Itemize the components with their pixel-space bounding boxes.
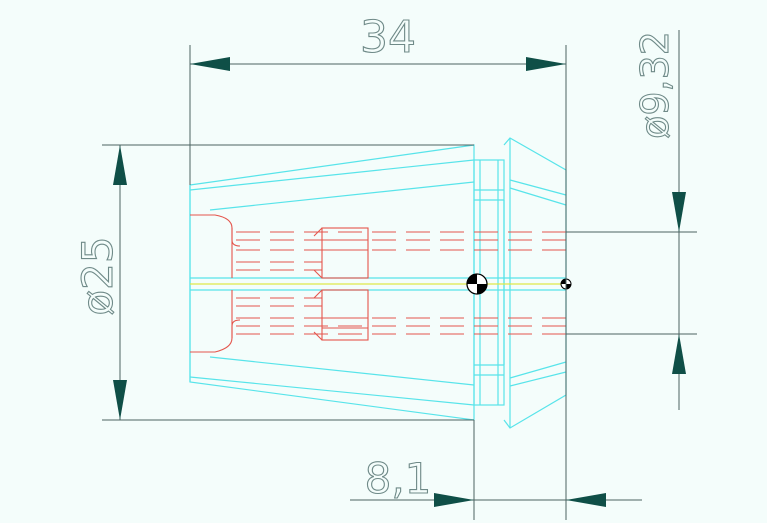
- collet-outline: [189, 137, 567, 429]
- dimension-body-diameter: [102, 144, 474, 421]
- hidden-dashed-lines: [236, 231, 566, 335]
- dimension-bore-diameter-label: ø9,32: [633, 31, 677, 139]
- dimension-nose-length-label: 8,1: [365, 454, 432, 503]
- hidden-internal-lines: [190, 214, 369, 353]
- dimension-bore-diameter: [566, 30, 697, 410]
- dimension-nose-length: [350, 420, 642, 520]
- center-marker-large: [466, 273, 488, 295]
- dimension-overall-length: [189, 45, 567, 520]
- dimension-overall-length-label: 34: [360, 12, 416, 63]
- dimension-body-diameter-label: ø25: [73, 236, 122, 315]
